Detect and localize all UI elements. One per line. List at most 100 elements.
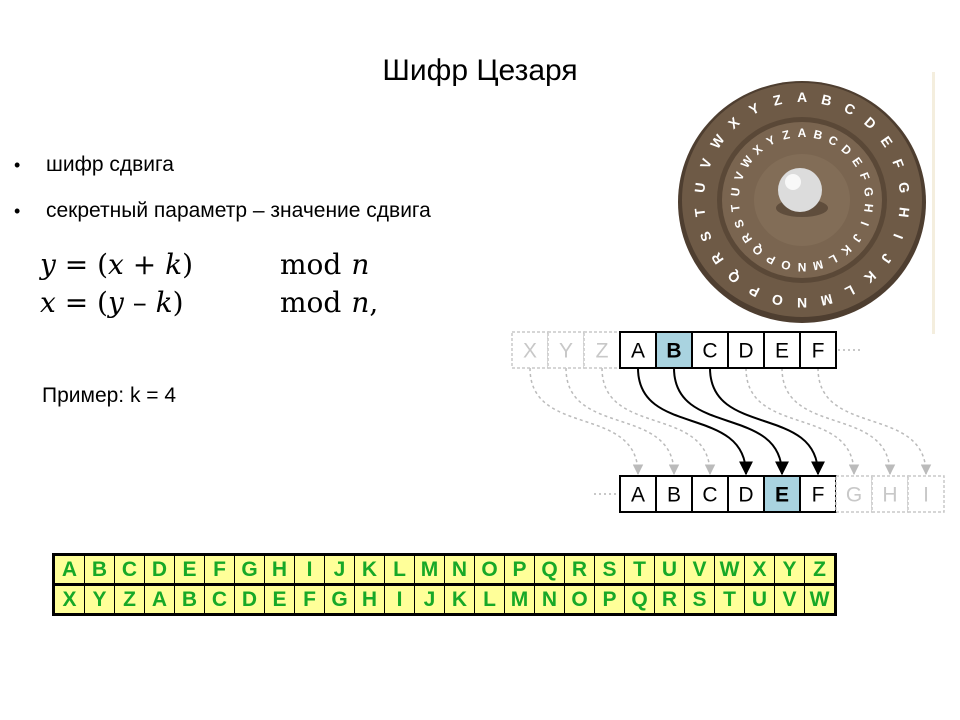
- formula-var: k: [155, 286, 173, 319]
- cipher-alphabet-cell: G: [324, 584, 355, 614]
- shifted-row-letter: F: [812, 484, 825, 507]
- plain-row-letter: Z: [596, 340, 609, 363]
- formula-var: n: [351, 286, 370, 319]
- wheel-inner-letter: U: [728, 187, 743, 197]
- shift-arrow: [637, 367, 753, 476]
- formula-var: x: [108, 248, 124, 281]
- plain-alphabet-cell: L: [384, 555, 415, 586]
- plain-alphabet-cell: Q: [534, 555, 565, 586]
- cipher-alphabet-cell: D: [234, 584, 265, 614]
- shifted-row-letter: I: [923, 484, 929, 507]
- shifted-row-cell: [871, 475, 909, 513]
- plain-row-letter: C: [702, 340, 717, 363]
- cipher-alphabet-cell: P: [594, 584, 625, 614]
- shifted-row-cell: [835, 475, 873, 513]
- wheel-inner-letter: N: [798, 260, 807, 274]
- bullet-text: секретный параметр – значение сдвига: [46, 199, 431, 222]
- plain-row-letter: Y: [559, 340, 573, 363]
- plain-alphabet-cell: F: [204, 555, 235, 586]
- plain-alphabet-cell: B: [84, 555, 115, 586]
- wheel-outer-letter: T: [691, 207, 708, 218]
- wheel-inner-letter: A: [798, 126, 807, 140]
- cipher-alphabet-cell: Y: [84, 584, 115, 614]
- wheel-inner-letter: F: [857, 170, 873, 182]
- plain-row-cell: [511, 331, 549, 369]
- formula-mod: mod: [280, 248, 342, 281]
- wheel-outer-letter: B: [820, 91, 834, 109]
- plain-alphabet-cell: D: [144, 555, 175, 586]
- shifted-row-letter: H: [882, 484, 897, 507]
- cipher-alphabet-cell: C: [204, 584, 235, 614]
- cipher-alphabet-cell: K: [444, 584, 475, 614]
- wheel-inner-letter: B: [812, 127, 824, 143]
- wheel-outer-letter: A: [797, 89, 807, 105]
- formula-var: y: [40, 248, 56, 281]
- formula-operator: –: [132, 286, 147, 319]
- plain-alphabet-cell: Z: [804, 555, 835, 586]
- plain-row-cell: [583, 331, 621, 369]
- plain-row-letter: B: [666, 340, 681, 363]
- plain-row-cell: [619, 331, 657, 369]
- shifted-row-letter: A: [631, 484, 645, 507]
- shifted-row-cell: [691, 475, 729, 513]
- wheel-inner-letter: O: [780, 257, 792, 273]
- wheel-outer-letter: M: [819, 291, 834, 309]
- formula-var: n: [351, 248, 370, 281]
- wheel-inner-letter: Z: [781, 127, 791, 142]
- wheel-outer-letter: O: [770, 291, 785, 309]
- bullet-marker: •: [14, 155, 21, 175]
- plain-alphabet-cell: P: [504, 555, 535, 586]
- plain-row-cell: [799, 331, 837, 369]
- cipher-alphabet-cell: E: [264, 584, 295, 614]
- plain-row-letter: E: [775, 340, 789, 363]
- bullet-marker: •: [14, 201, 21, 221]
- plain-alphabet-cell: C: [114, 555, 145, 586]
- wheel-outer-letter: G: [896, 181, 913, 194]
- wheel-outer-letter: U: [691, 182, 708, 194]
- plain-row-letter: F: [812, 340, 825, 363]
- plain-alphabet-cell: N: [444, 555, 475, 586]
- cipher-alphabet-cell: R: [654, 584, 685, 614]
- wheel-outer-letter: I: [890, 232, 906, 241]
- plain-alphabet-cell: W: [714, 555, 745, 586]
- cipher-alphabet-cell: O: [564, 584, 595, 614]
- formula-var: y: [107, 286, 124, 319]
- formula-var: k: [165, 248, 183, 281]
- cipher-alphabet-cell: T: [714, 584, 745, 614]
- cipher-alphabet-cell: H: [354, 584, 385, 614]
- shifted-row-cell: [763, 475, 801, 513]
- plain-row-cell: [655, 331, 693, 369]
- formula-var: x: [40, 286, 56, 319]
- bullet-text: шифр сдвига: [46, 153, 174, 176]
- cipher-alphabet-cell: Z: [114, 584, 145, 614]
- plain-row-cell: [727, 331, 765, 369]
- wheel-inner-letter: T: [728, 203, 743, 213]
- formula-mod: mod: [280, 286, 342, 319]
- plain-alphabet-cell: O: [474, 555, 505, 586]
- shifted-row-cell: [907, 475, 945, 513]
- cipher-alphabet-cell: V: [774, 584, 805, 614]
- example-text: Пример: k = 4: [42, 384, 177, 407]
- wheel-inner-letter: I: [858, 220, 872, 228]
- cipher-alphabet-cell: J: [414, 584, 445, 614]
- plain-alphabet-cell: X: [744, 555, 775, 586]
- plain-alphabet-cell: E: [174, 555, 205, 586]
- plain-alphabet-cell: K: [354, 555, 385, 586]
- shift-arrow: [673, 367, 789, 476]
- plain-row-letter: X: [523, 340, 537, 363]
- cipher-alphabet-cell: N: [534, 584, 565, 614]
- shift-arrow: [709, 367, 825, 476]
- cipher-alphabet-cell: X: [54, 584, 85, 614]
- plain-alphabet-cell: R: [564, 555, 595, 586]
- plain-alphabet-cell: A: [54, 555, 85, 586]
- cipher-alphabet-cell: M: [504, 584, 535, 614]
- cipher-alphabet-cell: U: [744, 584, 775, 614]
- plain-row-cell: [763, 331, 801, 369]
- knob: [778, 168, 822, 212]
